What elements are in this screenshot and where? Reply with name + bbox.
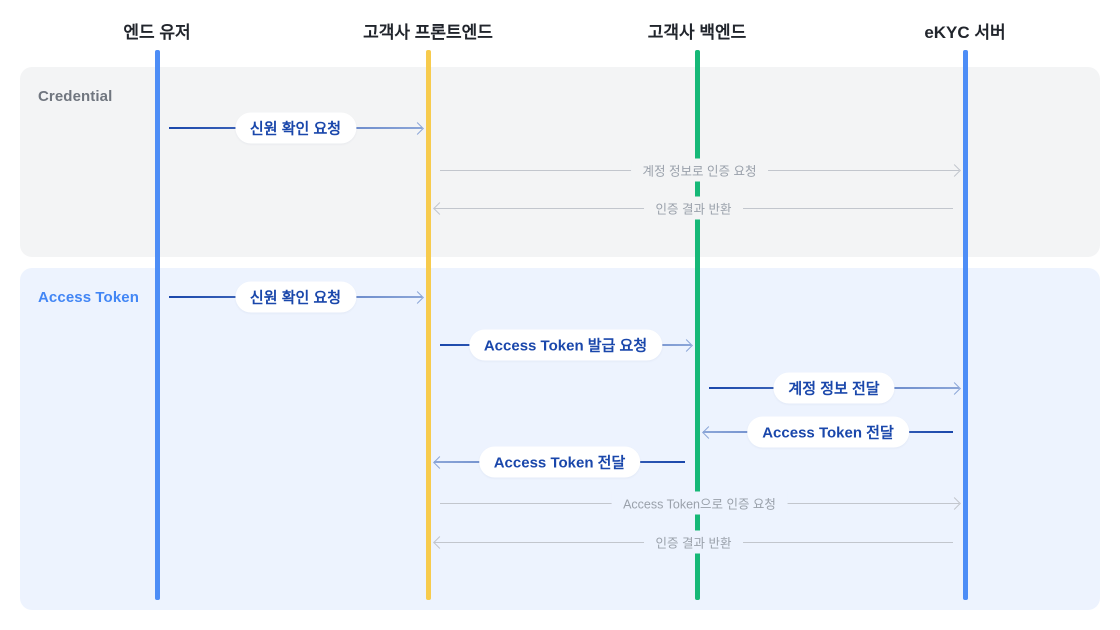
actor-header-client-backend: 고객사 백엔드 (647, 23, 747, 42)
phase-band-access-token (20, 268, 1100, 610)
arrowhead-left-icon (432, 456, 446, 469)
message-auth-result-return-credential: 인증 결과 반환 (432, 194, 953, 222)
message-access-token-issue-request: Access Token 발급 요청 (440, 329, 693, 361)
phase-band-credential (20, 67, 1100, 257)
lifeline-client-frontend (425, 50, 431, 600)
message-label-auth-request-with-account-info: 계정 정보로 인증 요청 (630, 158, 769, 182)
actor-header-ekyc-server: eKYC 서버 (924, 23, 1006, 42)
message-label-access-token-deliver-to-frontend: Access Token 전달 (478, 446, 641, 478)
message-label-identity-verify-request-token: 신원 확인 요청 (234, 281, 357, 313)
phase-label-access-token: Access Token (38, 289, 139, 306)
message-auth-request-with-account-info: 계정 정보로 인증 요청 (440, 156, 961, 184)
arrowhead-left-icon (432, 536, 446, 549)
message-label-identity-verify-request-credential: 신원 확인 요청 (234, 112, 357, 144)
actor-header-end-user: 엔드 유저 (123, 23, 191, 42)
actor-header-client-frontend: 고객사 프론트엔드 (363, 23, 493, 42)
message-label-account-info-deliver: 계정 정보 전달 (773, 372, 895, 404)
message-label-auth-request-with-access-token: Access Token으로 인증 요청 (611, 491, 788, 515)
arrowhead-right-icon (947, 382, 961, 395)
message-auth-request-with-access-token: Access Token으로 인증 요청 (440, 489, 961, 517)
arrowhead-right-icon (947, 164, 961, 177)
lifeline-end-user (154, 50, 160, 600)
arrowhead-right-icon (947, 497, 961, 510)
arrowhead-right-icon (410, 122, 424, 135)
message-label-auth-result-return-credential: 인증 결과 반환 (643, 196, 744, 220)
lifeline-client-backend (694, 50, 700, 600)
message-access-token-deliver-to-frontend: Access Token 전달 (432, 446, 685, 478)
phase-label-credential: Credential (38, 88, 113, 105)
message-auth-result-return-token: 인증 결과 반환 (432, 528, 953, 556)
message-identity-verify-request-credential: 신원 확인 요청 (169, 112, 424, 144)
arrowhead-left-icon (432, 202, 446, 215)
message-access-token-deliver-to-backend: Access Token 전달 (701, 416, 953, 448)
message-account-info-deliver: 계정 정보 전달 (709, 372, 961, 404)
message-label-access-token-deliver-to-backend: Access Token 전달 (747, 416, 909, 448)
arrowhead-right-icon (679, 339, 693, 352)
arrowhead-right-icon (410, 291, 424, 304)
message-label-access-token-issue-request: Access Token 발급 요청 (468, 329, 663, 361)
arrowhead-left-icon (701, 426, 715, 439)
lifeline-ekyc-server (962, 50, 968, 600)
message-label-auth-result-return-token: 인증 결과 반환 (643, 530, 744, 554)
message-identity-verify-request-token: 신원 확인 요청 (169, 281, 424, 313)
